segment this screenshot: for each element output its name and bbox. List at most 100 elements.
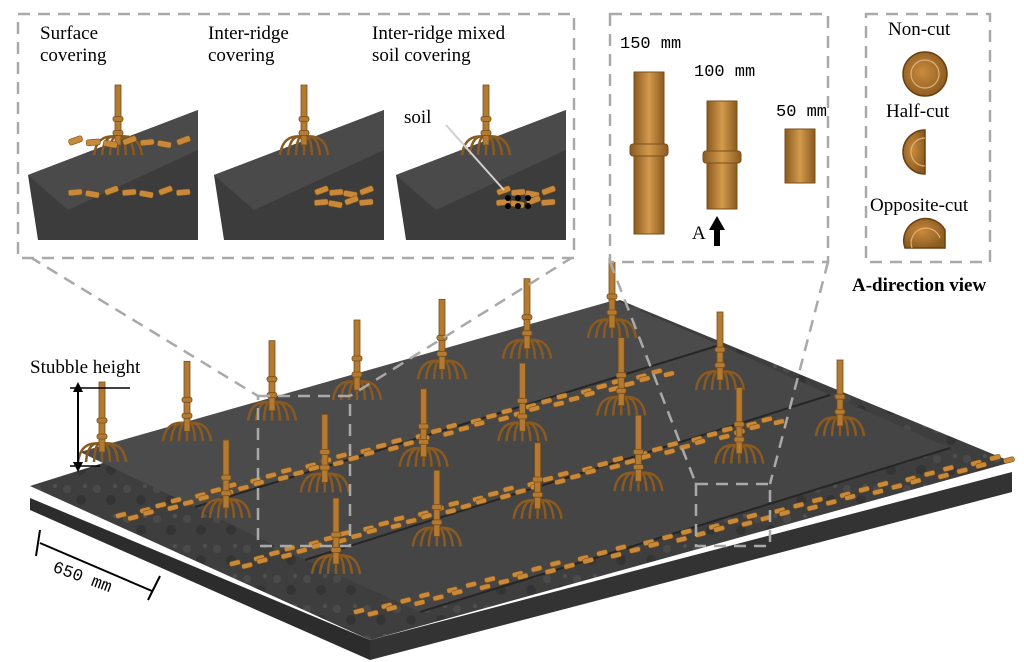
- stubble-plant-3: [331, 319, 383, 401]
- straw-piece-37: [458, 424, 470, 433]
- straw-piece-145: [629, 546, 641, 554]
- straw-piece-16: [265, 471, 277, 480]
- straw-piece-7: [182, 499, 195, 507]
- stubble-height-dimension: [70, 382, 130, 472]
- straw-piece-148: [661, 533, 674, 541]
- lengths-panel: [608, 12, 830, 264]
- straw-piece-58: [650, 367, 663, 376]
- straw-piece-42: [500, 407, 513, 415]
- straw-piece-78: [393, 514, 405, 523]
- straw-piece-15: [252, 479, 265, 487]
- straw-piece-166: [858, 485, 870, 494]
- straw-piece-48: [556, 392, 568, 400]
- straw-piece-64: [268, 549, 281, 557]
- straw-piece-177: [975, 461, 987, 470]
- straw-piece-52: [595, 382, 608, 391]
- straw-piece-83: [444, 507, 457, 515]
- ridge-3: [305, 395, 950, 612]
- straw-piece-108: [666, 440, 679, 448]
- straw-piece-63: [256, 557, 269, 565]
- straw-piece-171: [909, 477, 922, 485]
- straw-piece-174: [942, 464, 955, 472]
- straw-piece-73: [350, 532, 363, 540]
- field-front-face: [30, 498, 370, 660]
- straw-piece-60: [229, 559, 241, 567]
- straw-piece-96: [557, 470, 570, 478]
- straw-piece-149: [675, 535, 688, 544]
- stubble-plant-5: [501, 278, 553, 359]
- straw-piece-123: [385, 604, 398, 612]
- straw-piece-133: [498, 578, 510, 586]
- straw-piece-139: [563, 562, 576, 570]
- straw-piece-172: [923, 469, 936, 478]
- stubble-plant-9: [398, 388, 449, 468]
- straw-piece-88: [487, 490, 500, 498]
- length-label-100: 100 mm: [694, 63, 756, 82]
- straw-piece-162: [811, 496, 824, 504]
- straw-piece-136: [530, 565, 543, 573]
- straw-piece-89: [499, 492, 512, 500]
- stubble-plant-0: [76, 381, 128, 463]
- straw-piece-13: [237, 484, 250, 492]
- straw-piece-106: [651, 445, 664, 453]
- stubble-plant-14: [411, 469, 463, 547]
- straw-piece-131: [479, 583, 491, 591]
- stubble-plants: [76, 257, 866, 575]
- ridge-2: [195, 345, 830, 560]
- straw-piece-138: [549, 559, 562, 568]
- soil-label: soil: [404, 107, 432, 128]
- straw-piece-112: [706, 430, 718, 439]
- straw-piece-124: [399, 596, 412, 605]
- stubble-height-label: Stubble height: [30, 357, 141, 378]
- straw-piece-144: [615, 544, 627, 552]
- straw-piece-87: [475, 497, 487, 505]
- straw-piece-143: [610, 551, 622, 559]
- straw-piece-160: [792, 501, 805, 509]
- straw-piece-163: [825, 498, 838, 507]
- straw-piece-47: [552, 400, 565, 408]
- straw-piece-119: [773, 418, 785, 426]
- straw-piece-4: [154, 501, 167, 509]
- inset-stubble-1: [278, 84, 330, 156]
- ridge-1: [80, 300, 720, 507]
- straw-piece-135: [516, 572, 529, 581]
- straw-piece-161: [806, 504, 819, 512]
- straw-piece-85: [460, 502, 472, 510]
- straw-piece-173: [937, 472, 950, 480]
- straw-piece-77: [390, 522, 402, 530]
- inset-2: [396, 84, 566, 240]
- stubble-plant-17: [713, 387, 765, 464]
- straw-piece-165: [844, 493, 856, 501]
- straw-piece-130: [465, 581, 477, 589]
- straw-piece-29: [387, 444, 400, 452]
- covering-label-mixed-1: Inter-ridge mixed: [372, 23, 506, 44]
- straw-piece-39: [473, 419, 486, 428]
- straw-piece-114: [721, 425, 734, 434]
- straw-piece-67: [295, 547, 308, 555]
- ridge-width-dimension: [35, 529, 161, 601]
- straw-piece-0: [115, 511, 127, 519]
- straw-piece-40: [485, 412, 498, 420]
- straw-piece-109: [678, 443, 691, 451]
- straw-piece-179: [1003, 456, 1015, 464]
- stubble-plant-7: [200, 439, 252, 519]
- straw-piece-25: [347, 454, 360, 462]
- straw-piece-28: [375, 442, 387, 450]
- straw-piece-30: [390, 437, 403, 445]
- straw-piece-159: [778, 509, 791, 517]
- straw-piece-49: [568, 395, 580, 403]
- half-cut-disc: [902, 129, 926, 175]
- straw-piece-141: [582, 556, 594, 565]
- straw-piece-156: [746, 512, 758, 520]
- stubble-plant-13: [310, 497, 362, 575]
- straw-piece-57: [638, 375, 651, 383]
- straw-piece-121: [367, 609, 379, 618]
- covering-label-mixed-2: soil covering: [372, 45, 471, 66]
- straw-piece-24: [335, 452, 348, 460]
- straw-piece-18: [280, 466, 293, 475]
- straw-piece-99: [584, 467, 597, 476]
- callout-lines: [29, 255, 830, 548]
- straw-piece-118: [761, 415, 773, 424]
